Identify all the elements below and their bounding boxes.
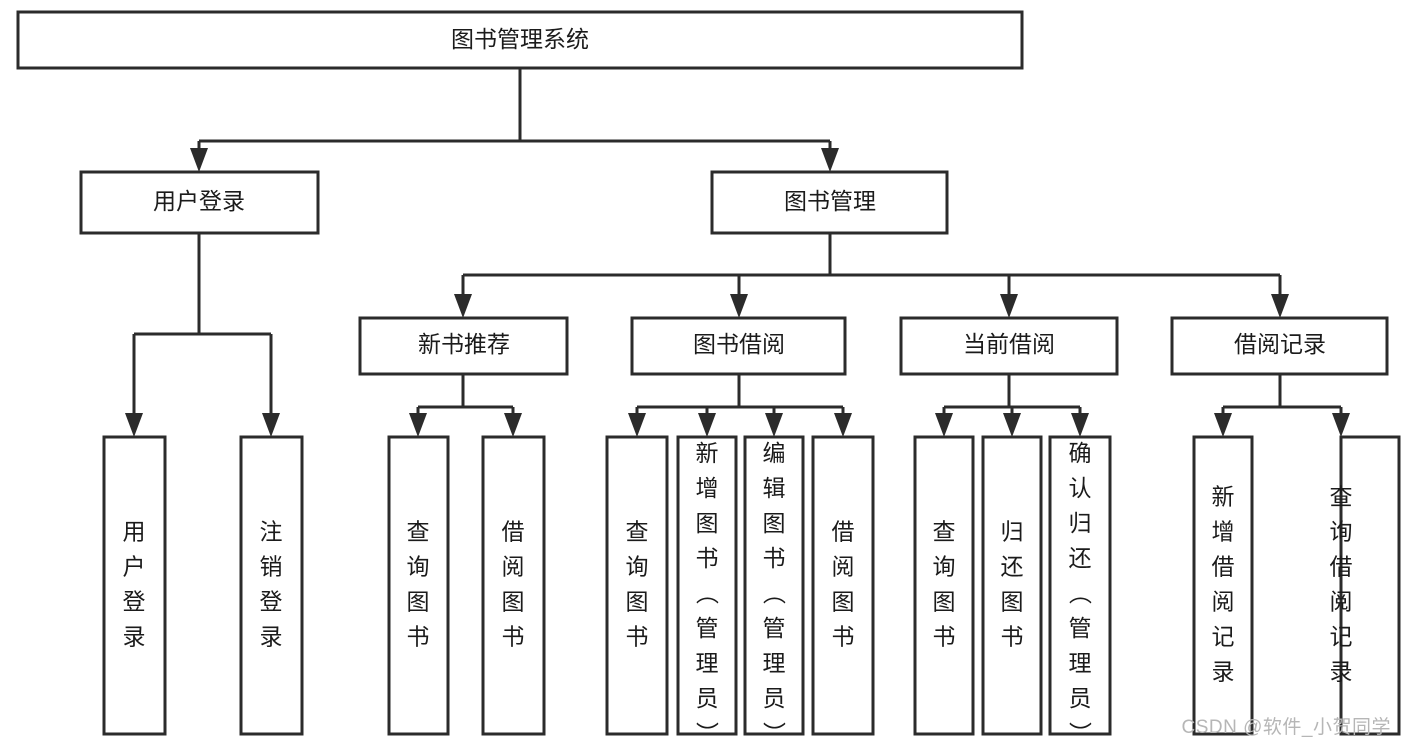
node-borrow-record-label: 借阅记录 — [1234, 331, 1326, 357]
arrow-leaf-add-book — [698, 413, 716, 437]
arrow-to-borrow-record — [1271, 294, 1289, 318]
node-leaf-borrow-book-2-box[interactable] — [811, 435, 875, 736]
arrow-leaf-user-login — [125, 413, 143, 437]
node-leaf-borrow-book-1-box[interactable] — [481, 435, 546, 736]
node-borrow-record[interactable]: 借阅记录 — [1170, 316, 1389, 376]
node-leaf-user-login-label: 用户登录 — [123, 519, 146, 650]
arrow-leaf-borrow-book-2 — [834, 413, 852, 437]
node-leaf-query-book-3[interactable]: 查询图书 — [913, 435, 975, 736]
node-leaf-query-book-3-label: 查询图书 — [933, 519, 956, 650]
svg-text:）: ） — [1067, 722, 1093, 745]
arrow-to-book-borrow — [730, 294, 748, 318]
node-book-manage-label: 图书管理 — [784, 188, 876, 214]
node-leaf-query-book-1[interactable]: 查询图书 — [387, 435, 450, 736]
node-new-book-recommend[interactable]: 新书推荐 — [358, 316, 569, 376]
node-leaf-return-book[interactable]: 归还图书 — [981, 435, 1043, 736]
node-leaf-edit-book[interactable]: 编辑图书管理员 （ ） — [743, 435, 805, 745]
node-leaf-borrow-book-1[interactable]: 借阅图书 — [481, 435, 546, 736]
node-leaf-user-login-box[interactable] — [102, 435, 167, 736]
node-leaf-query-book-1-label: 查询图书 — [407, 519, 430, 650]
node-leaf-query-book-1-box[interactable] — [387, 435, 450, 736]
arrow-leaf-confirm-return — [1071, 413, 1089, 437]
node-leaf-confirm-return[interactable]: 确认归还管理员 （ ） — [1048, 435, 1112, 745]
node-current-borrow-label: 当前借阅 — [963, 331, 1055, 357]
arrow-to-current-borrow — [1000, 294, 1018, 318]
node-leaf-borrow-book-2[interactable]: 借阅图书 — [811, 435, 875, 736]
node-user-login-label: 用户登录 — [153, 188, 245, 214]
node-leaf-confirm-return-box[interactable] — [1048, 435, 1112, 736]
node-leaf-borrow-book-2-label: 借阅图书 — [832, 519, 855, 650]
arrow-leaf-query-record — [1332, 413, 1350, 437]
node-leaf-logout-label: 注销登录 — [260, 519, 283, 650]
node-leaf-add-record[interactable]: 新增借阅记录 — [1192, 435, 1254, 736]
node-leaf-return-book-box[interactable] — [981, 435, 1043, 736]
node-book-borrow[interactable]: 图书借阅 — [630, 316, 847, 376]
node-leaf-add-book-label: 新增图书管理员 — [696, 440, 719, 711]
node-leaf-query-book-2[interactable]: 查询图书 — [605, 435, 669, 736]
arrow-leaf-query-book-1 — [409, 413, 427, 437]
node-leaf-return-book-label: 归还图书 — [1001, 519, 1024, 650]
node-leaf-add-record-label: 新增借阅记录 — [1212, 484, 1235, 685]
svg-text:（: （ — [1067, 582, 1093, 605]
node-leaf-add-book[interactable]: 新增图书管理员 （ ） — [676, 435, 738, 745]
node-layer: 图书管理系统 用户登录 图书管理 新书推荐 图书借阅 当前 — [16, 10, 1401, 745]
node-root-box[interactable] — [16, 10, 1024, 70]
arrow-to-user-login — [190, 148, 208, 172]
node-root-label: 图书管理系统 — [451, 26, 589, 52]
node-leaf-add-record-box[interactable] — [1192, 435, 1254, 736]
node-leaf-borrow-book-1-label: 借阅图书 — [502, 519, 525, 650]
arrow-leaf-query-book-3 — [935, 413, 953, 437]
node-book-borrow-label: 图书借阅 — [693, 331, 785, 357]
arrow-leaf-logout — [262, 413, 280, 437]
arrow-leaf-borrow-book-1 — [504, 413, 522, 437]
node-leaf-confirm-return-label: 确认归还管理员 — [1069, 440, 1092, 711]
node-new-book-recommend-box[interactable] — [358, 316, 569, 376]
arrow-to-new-book-recommend — [454, 294, 472, 318]
node-new-book-recommend-label: 新书推荐 — [418, 331, 510, 357]
node-user-login-box[interactable] — [79, 170, 320, 235]
node-leaf-edit-book-box[interactable] — [743, 435, 805, 736]
node-leaf-logout[interactable]: 注销登录 — [239, 435, 304, 736]
svg-text:）: ） — [694, 722, 720, 745]
arrow-leaf-edit-book — [765, 413, 783, 437]
node-leaf-logout-box[interactable] — [239, 435, 304, 736]
node-current-borrow-box[interactable] — [899, 316, 1119, 376]
node-root[interactable]: 图书管理系统 — [16, 10, 1024, 70]
svg-text:）: ） — [761, 722, 787, 745]
node-book-borrow-box[interactable] — [630, 316, 847, 376]
node-book-manage-box[interactable] — [710, 170, 949, 235]
svg-text:（: （ — [761, 582, 787, 605]
node-leaf-add-book-box[interactable] — [676, 435, 738, 736]
csdn-watermark: CSDN @软件_小贺同学 — [1181, 717, 1391, 738]
node-leaf-query-record[interactable]: 查询借阅记录 — [1330, 435, 1401, 736]
arrow-leaf-return-book — [1003, 413, 1021, 437]
node-leaf-query-book-3-box[interactable] — [913, 435, 975, 736]
node-leaf-query-book-2-box[interactable] — [605, 435, 669, 736]
node-leaf-query-record-box[interactable] — [1339, 435, 1401, 736]
connector-layer — [125, 68, 1350, 437]
node-current-borrow[interactable]: 当前借阅 — [899, 316, 1119, 376]
svg-text:（: （ — [694, 582, 720, 605]
node-user-login[interactable]: 用户登录 — [79, 170, 320, 235]
arrow-leaf-query-book-2 — [628, 413, 646, 437]
node-book-manage[interactable]: 图书管理 — [710, 170, 949, 235]
arrow-leaf-add-record — [1214, 413, 1232, 437]
node-leaf-query-record-label: 查询借阅记录 — [1330, 484, 1353, 685]
arrow-to-book-manage — [821, 148, 839, 172]
node-leaf-query-book-2-label: 查询图书 — [626, 519, 649, 650]
node-leaf-user-login[interactable]: 用户登录 — [102, 435, 167, 736]
node-borrow-record-box[interactable] — [1170, 316, 1389, 376]
node-leaf-edit-book-label: 编辑图书管理员 — [763, 440, 786, 711]
